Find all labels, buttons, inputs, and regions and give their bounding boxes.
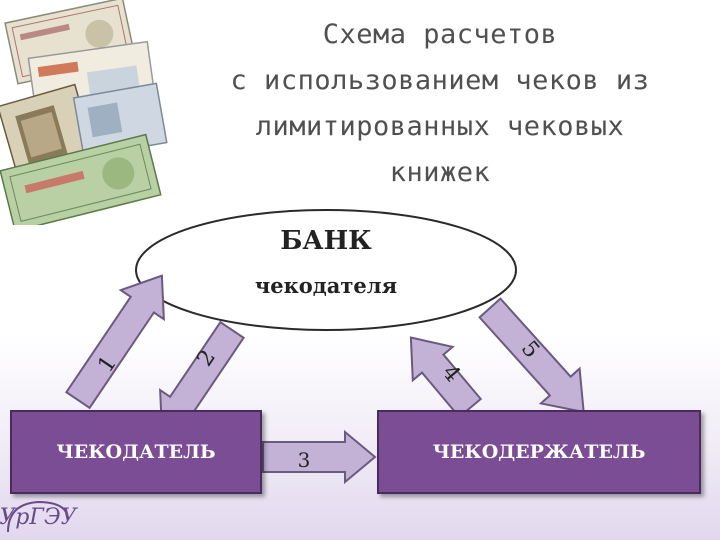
title-line-4: книжек [389, 157, 491, 188]
bank-ellipse [135, 209, 517, 331]
drawer-box: ЧЕКОДАТЕЛЬ [10, 410, 262, 494]
holder-box: ЧЕКОДЕРЖАТЕЛЬ [377, 410, 701, 494]
title-line-2: с использованием чеков из [230, 65, 650, 96]
title-line-1: Схема расчетов [322, 19, 558, 50]
holder-label: ЧЕКОДЕРЖАТЕЛЬ [432, 441, 646, 463]
banknotes-illustration [0, 0, 168, 225]
arrow-5 [478, 297, 585, 414]
arrow-4 [409, 336, 483, 419]
logo-text: УрГЭУ [0, 504, 77, 530]
arrow-1 [65, 274, 165, 410]
logo-outline [7, 500, 69, 533]
bank-subtitle: чекодателя [254, 273, 398, 298]
title-line-3: лимитированных чековых [255, 111, 625, 142]
arrow-3 [262, 429, 377, 485]
university-logo: УрГЭУ [0, 498, 77, 536]
drawer-label: ЧЕКОДАТЕЛЬ [56, 441, 216, 463]
slide-title: Схема расчетов с использованием чеков из… [170, 12, 710, 196]
arrow-3-label: 3 [298, 448, 311, 472]
bank-title: БАНК [280, 226, 372, 256]
